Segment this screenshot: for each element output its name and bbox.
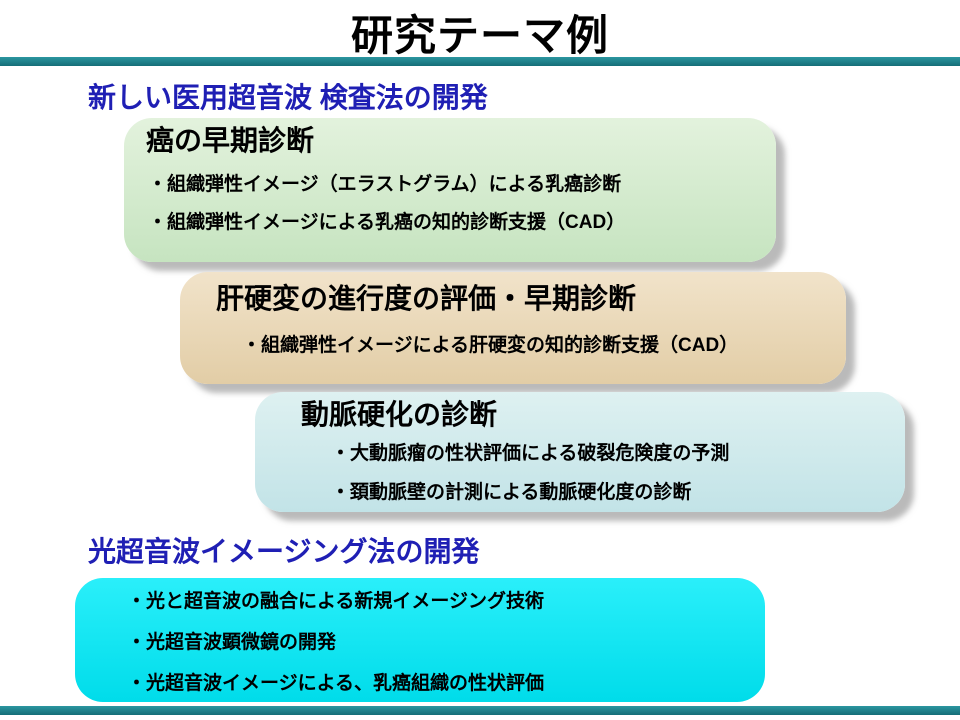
photo-bullet-2: ・光超音波顕微鏡の開発 (127, 631, 337, 653)
liver-box-title: 肝硬変の進行度の評価・早期診断 (216, 283, 637, 314)
artery-bullet-1: ・大動脈瘤の性状評価による破裂危険度の予測 (331, 442, 730, 464)
cancer-diagnosis-box: 癌の早期診断 ・組織弾性イメージ（エラストグラム）による乳癌診断 ・組織弾性イメ… (124, 118, 776, 262)
artery-box-title: 動脈硬化の診断 (301, 399, 498, 430)
bottom-accent-bar (0, 706, 960, 715)
top-accent-bar (0, 57, 960, 66)
cancer-bullet-2: ・組織弾性イメージによる乳癌の知的診断支援（CAD） (148, 212, 626, 234)
cancer-box-title: 癌の早期診断 (146, 125, 315, 156)
photoacoustic-box: ・光と超音波の融合による新規イメージング技術 ・光超音波顕微鏡の開発 ・光超音波… (75, 578, 765, 702)
liver-bullet-1: ・組織弾性イメージによる肝硬変の知的診断支援（CAD） (242, 334, 739, 356)
liver-cirrhosis-box: 肝硬変の進行度の評価・早期診断 ・組織弾性イメージによる肝硬変の知的診断支援（C… (180, 272, 846, 384)
photo-bullet-1: ・光と超音波の融合による新規イメージング技術 (127, 591, 545, 612)
section-heading-ultrasound: 新しい医用超音波 検査法の開発 (88, 82, 488, 113)
slide-title: 研究テーマ例 (350, 12, 609, 59)
artery-bullet-2: ・頚動脈壁の計測による動脈硬化度の診断 (331, 482, 692, 504)
cancer-bullet-1: ・組織弾性イメージ（エラストグラム）による乳癌診断 (148, 173, 622, 195)
photo-bullet-3: ・光超音波イメージによる、乳癌組織の性状評価 (127, 672, 545, 694)
section-heading-photoacoustic: 光超音波イメージング法の開発 (88, 536, 480, 567)
arteriosclerosis-box: 動脈硬化の診断 ・大動脈瘤の性状評価による破裂危険度の予測 ・頚動脈壁の計測によ… (255, 392, 905, 512)
